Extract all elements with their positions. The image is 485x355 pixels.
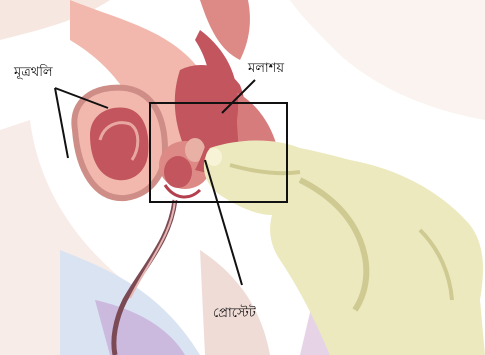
rectum-label: মলাশয় xyxy=(247,61,284,76)
bladder-organ xyxy=(74,88,165,198)
bladder-label: মূত্রথলি xyxy=(13,64,53,80)
prostate-label: প্রোস্টেট xyxy=(213,305,257,321)
